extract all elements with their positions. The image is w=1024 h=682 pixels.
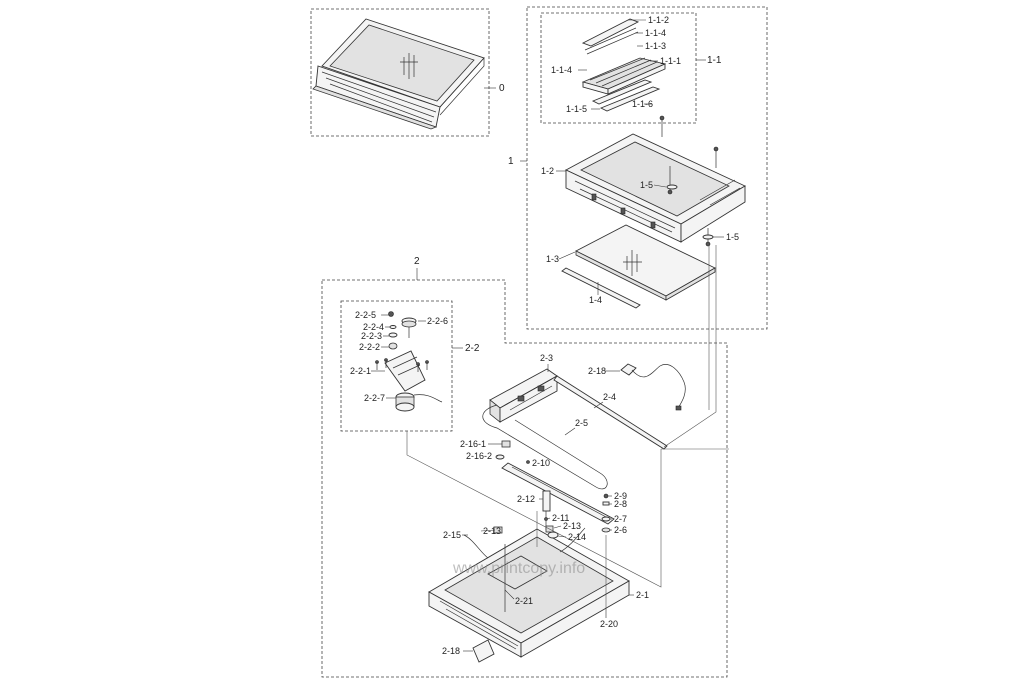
glass-1-3-drawing <box>575 224 716 301</box>
callout-2-1: 2-1 <box>636 590 649 600</box>
frame-screws <box>659 115 719 247</box>
assembly-0-scanner-drawing <box>312 18 485 130</box>
callout-2-8: 2-8 <box>614 499 627 509</box>
callout-2-2-4: 2-2-4 <box>363 322 384 332</box>
callout-2-2-3: 2-2-3 <box>361 331 382 341</box>
assembly-0-label: 0 <box>499 83 505 94</box>
callout-1-5b: 1-5 <box>726 232 739 242</box>
callout-2-2-6: 2-2-6 <box>427 316 448 326</box>
assembly-1-callouts: 1-2 1-5 1-5 1-3 1-4 <box>541 166 739 305</box>
callout-2-7: 2-7 <box>614 514 627 524</box>
callout-2-16-2: 2-16-2 <box>466 451 492 461</box>
callout-1-1-2: 1-1-2 <box>648 15 669 25</box>
callout-1-1-3: 1-1-3 <box>645 41 666 51</box>
callout-1-3: 1-3 <box>546 254 559 264</box>
carriage-2-3-drawing <box>489 368 558 423</box>
callout-2-5: 2-5 <box>575 418 588 428</box>
callout-2-20: 2-20 <box>600 619 618 629</box>
callout-1-1-4a: 1-1-4 <box>645 28 666 38</box>
sub-assembly-1-1-box <box>540 12 697 124</box>
callout-2-2-7: 2-2-7 <box>364 393 385 403</box>
callout-2-14: 2-14 <box>568 532 586 542</box>
sub-assembly-2-2-label: 2-2 <box>465 343 480 354</box>
callout-1-1-1: 1-1-1 <box>660 56 681 66</box>
assembly-2-box <box>321 279 728 678</box>
callout-2-18b: 2-18 <box>442 646 460 656</box>
rail-2-4-drawing <box>553 375 668 450</box>
callout-2-3: 2-3 <box>540 353 553 363</box>
callout-2-21: 2-21 <box>515 596 533 606</box>
callout-2-6: 2-6 <box>614 525 627 535</box>
assembly-2-callouts: 2-3 2-18 2-4 2-5 2-16-1 2-16-2 2-10 2-12… <box>442 353 649 656</box>
callout-2-13b: 2-13 <box>483 526 501 536</box>
callout-2-2-5: 2-2-5 <box>355 310 376 320</box>
strip-1-4-drawing <box>561 267 641 309</box>
callout-2-4: 2-4 <box>603 392 616 402</box>
cable-2-18-drawing <box>620 363 686 411</box>
sub-assembly-1-1-leaders <box>578 19 658 110</box>
assembly-0-box <box>310 8 490 137</box>
callout-2-18a: 2-18 <box>588 366 606 376</box>
callout-2-13a: 2-13 <box>563 521 581 531</box>
base-2-1-drawing <box>428 525 630 663</box>
callout-2-11: 2-11 <box>552 513 569 523</box>
callout-2-15: 2-15 <box>443 530 461 540</box>
motor-assembly-drawing <box>375 311 443 412</box>
sub-assembly-1-1-label: 1-1 <box>707 55 722 66</box>
callout-1-1-6: 1-1-6 <box>632 99 653 109</box>
callout-2-9: 2-9 <box>614 491 627 501</box>
sub-assembly-1-1-parts <box>581 18 667 112</box>
assembly-1-leaders <box>556 170 724 295</box>
connection-lines <box>406 245 729 608</box>
callout-2-2-2: 2-2-2 <box>359 342 380 352</box>
callout-1-1-4b: 1-1-4 <box>551 65 572 75</box>
callout-2-16-1: 2-16-1 <box>460 439 486 449</box>
assembly-2-leaders <box>462 364 634 652</box>
callout-2-12: 2-12 <box>517 494 535 504</box>
callout-2-2-1: 2-2-1 <box>350 366 371 376</box>
assembly-1-box <box>526 6 768 330</box>
frame-1-2-drawing <box>564 133 746 243</box>
callout-2-10: 2-10 <box>532 458 550 468</box>
callout-1-5a: 1-5 <box>640 180 653 190</box>
callout-1-4: 1-4 <box>589 295 602 305</box>
callout-1-2: 1-2 <box>541 166 554 176</box>
sensor-2-12-drawing <box>542 490 551 530</box>
callout-1-1-5: 1-1-5 <box>566 104 587 114</box>
sub-assembly-2-2-box <box>340 300 453 432</box>
sub-assembly-2-2-callouts: 2-2-5 2-2-6 2-2-4 2-2-3 2-2-2 2-2-1 2-2-… <box>350 310 448 403</box>
sub-assembly-2-2-leaders <box>371 314 426 399</box>
assembly-2-label: 2 <box>414 256 420 267</box>
sub-assembly-1-1-callouts: 1-1-2 1-1-4 1-1-3 1-1-4 1-1-1 1-1-5 1-1-… <box>551 15 681 114</box>
slider-rod-drawing <box>501 462 615 525</box>
watermark: www.printcopy.info <box>452 560 585 577</box>
assembly-1-label: 1 <box>508 156 514 167</box>
